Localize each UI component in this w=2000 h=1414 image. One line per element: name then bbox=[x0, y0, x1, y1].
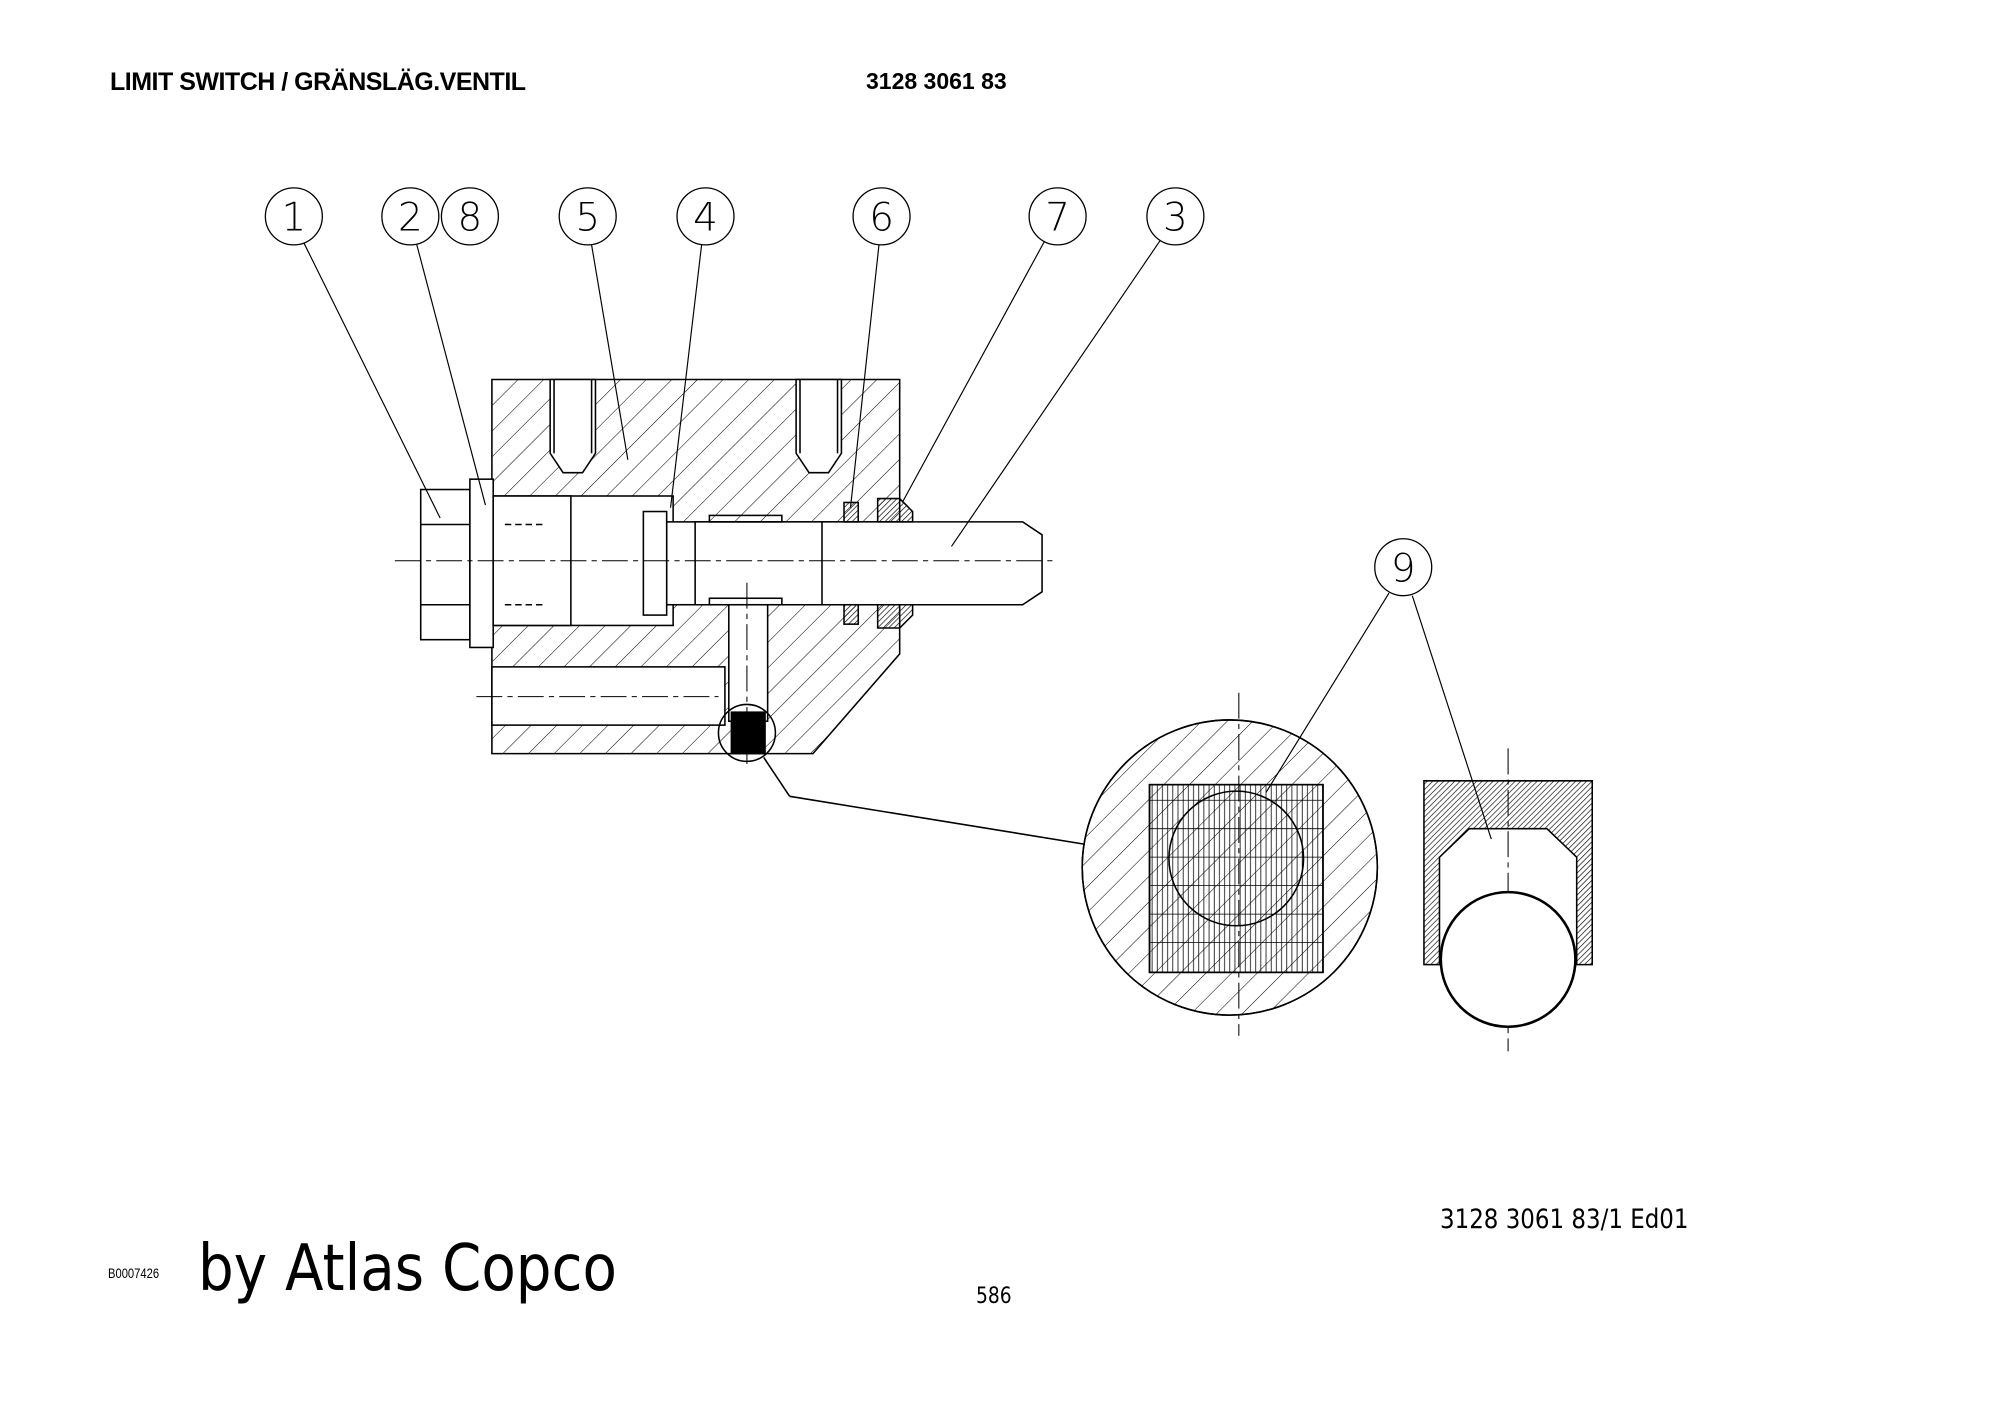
svg-text:5: 5 bbox=[575, 196, 600, 241]
detail-view bbox=[1081, 719, 1379, 1016]
callout-4: 4 bbox=[676, 187, 735, 246]
callout-1: 1 bbox=[264, 187, 323, 246]
callout-2: 2 bbox=[381, 187, 440, 246]
svg-text:4: 4 bbox=[693, 196, 718, 241]
callout-9: 9 bbox=[1374, 538, 1433, 597]
document-reference: 3128 3061 83/1 Ed01 bbox=[1440, 1204, 1689, 1235]
callout-5: 5 bbox=[558, 187, 617, 246]
svg-text:7: 7 bbox=[1045, 196, 1070, 241]
page-number: 586 bbox=[976, 1284, 1012, 1309]
callout-8: 8 bbox=[440, 187, 500, 246]
brand-text: by Atlas Copco bbox=[198, 1232, 617, 1306]
callout-3: 3 bbox=[1146, 187, 1205, 246]
part-number: 3128 3061 83 bbox=[866, 68, 1007, 94]
callout-6: 6 bbox=[852, 187, 911, 246]
image-id: B0007426 bbox=[108, 1265, 160, 1281]
svg-text:2: 2 bbox=[398, 196, 423, 241]
plunger bbox=[694, 521, 1043, 606]
svg-text:1: 1 bbox=[281, 196, 306, 241]
callout-7: 7 bbox=[1028, 187, 1087, 246]
seal-part-9 bbox=[1423, 780, 1594, 1029]
svg-text:6: 6 bbox=[869, 196, 894, 241]
ball-seat bbox=[730, 711, 766, 755]
svg-text:8: 8 bbox=[458, 196, 483, 241]
svg-text:9: 9 bbox=[1391, 546, 1416, 591]
svg-text:3: 3 bbox=[1163, 196, 1188, 241]
page-title: LIMIT SWITCH / GRÄNSLÄG.VENTIL bbox=[110, 68, 526, 96]
